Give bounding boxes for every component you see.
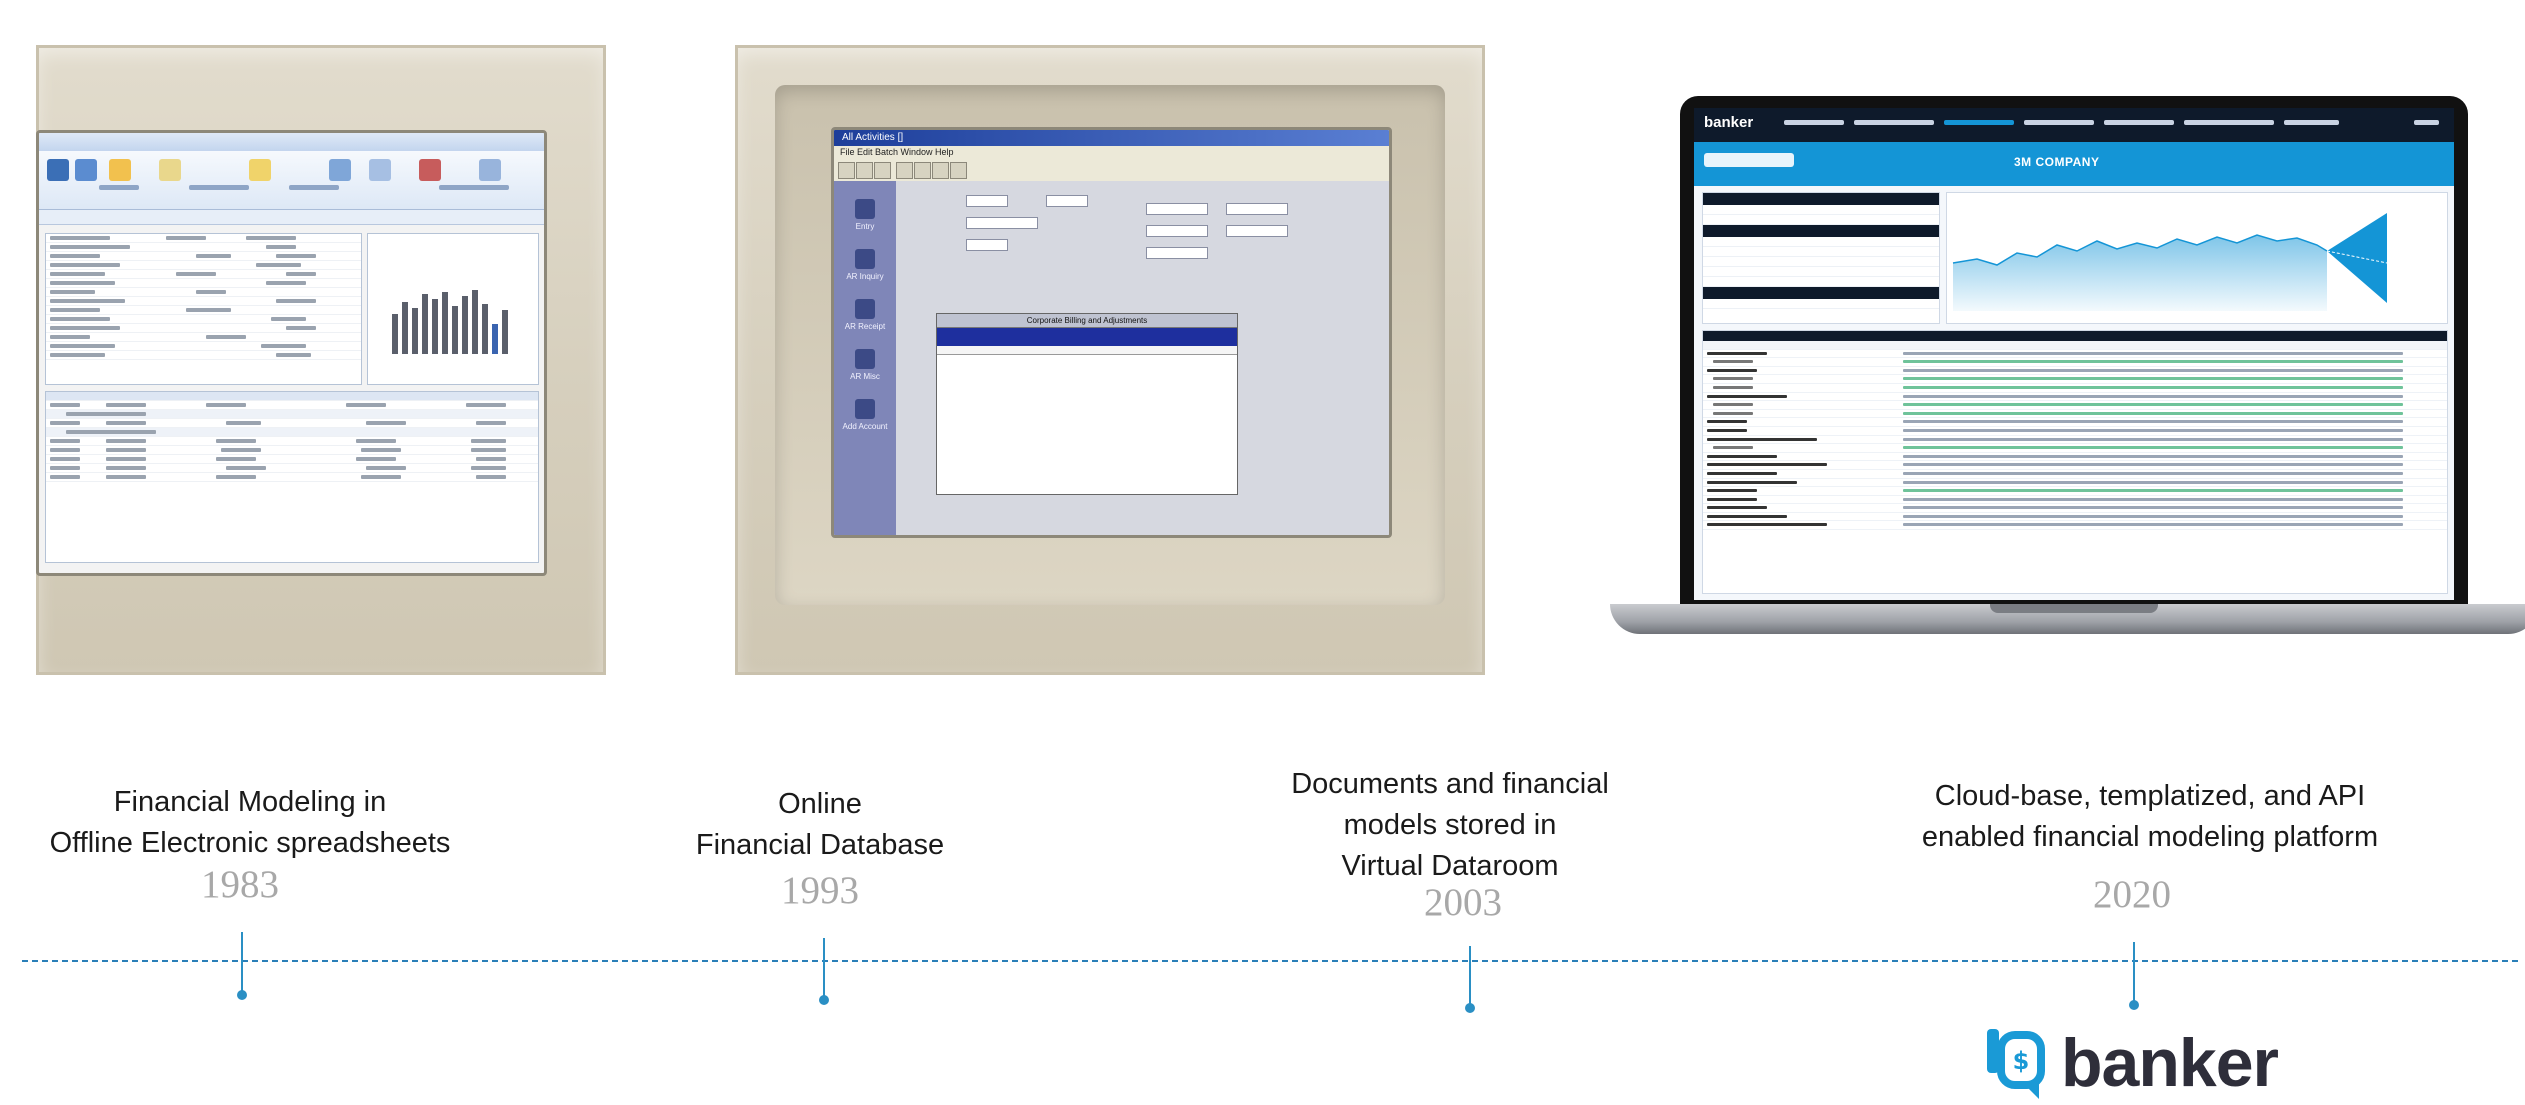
- mini-bar-chart: [388, 254, 528, 354]
- milestone-year-2003: 2003: [1424, 881, 1502, 924]
- billing-grid-title: Corporate Billing and Adjustments: [937, 314, 1237, 328]
- menu-bar: File Edit Batch Window Help: [834, 146, 1389, 159]
- spreadsheet-tabs: [39, 210, 544, 225]
- milestone-year-1993: 1993: [781, 869, 859, 912]
- entry-form: Corporate Billing and Adjustments: [896, 181, 1389, 535]
- window-title: All Activities []: [834, 130, 1389, 146]
- company-search-input[interactable]: [1704, 153, 1794, 167]
- company-banner: 3M COMPANY: [1694, 142, 2454, 186]
- sidebar-item-ar-inquiry[interactable]: AR Inquiry: [834, 249, 896, 281]
- ibanker-dollar-icon: $: [1987, 1029, 2045, 1099]
- timeline-marker-2003: [1465, 1003, 1475, 1013]
- price-area-chart: [1952, 213, 2388, 311]
- spreadsheet-ribbon: [39, 151, 544, 210]
- app-logo: banker: [1704, 114, 1754, 131]
- timeline-marker-1993: [819, 995, 829, 1005]
- timeline-stem-2020: [2133, 942, 2135, 1004]
- sidebar-item-ar-receipt[interactable]: AR Receipt: [834, 299, 896, 331]
- company-name: 3M COMPANY: [2014, 155, 2100, 169]
- milestone-caption-1993: Online Financial Database: [695, 788, 945, 861]
- milestone-year-1983: 1983: [201, 863, 279, 906]
- laptop-screen: banker 3M COMPANY: [1694, 108, 2454, 600]
- timeline-marker-1983: [237, 990, 247, 1000]
- milestone-caption-2020: Cloud-base, templatized, and API enabled…: [1921, 780, 2379, 853]
- spreadsheet-upper-pane: [45, 233, 362, 385]
- timeline-marker-2020: [2129, 1000, 2139, 1010]
- sidebar-item-ar-misc[interactable]: AR Misc: [834, 349, 896, 381]
- timeline-axis: [22, 960, 2518, 962]
- projected-financials-table: [1702, 330, 2448, 594]
- spreadsheet-title-bar: [39, 133, 544, 151]
- database-screen: All Activities [] File Edit Batch Window…: [831, 127, 1392, 538]
- timeline-stem-1993: [823, 938, 825, 998]
- toolbar: [834, 159, 1389, 182]
- sidebar-item-entry[interactable]: Entry: [834, 199, 896, 231]
- monitor-1993: All Activities [] File Edit Batch Window…: [735, 45, 1485, 675]
- monitor-1983: [36, 45, 606, 675]
- milestone-year-2020: 2020: [2093, 873, 2171, 916]
- timeline-stem-2003: [1469, 946, 1471, 1006]
- billing-grid-columns: [937, 328, 1237, 346]
- timeline-stem-1983: [241, 932, 243, 994]
- spreadsheet-chart-pane: [367, 233, 539, 385]
- milestone-caption-1983: Financial Modeling in Offline Electronic…: [49, 786, 451, 859]
- app-navbar: banker: [1694, 108, 2454, 142]
- sidebar-item-add-account[interactable]: Add Account: [834, 399, 896, 431]
- milestone-caption-2003: Documents and financial models stored in…: [1291, 768, 1609, 882]
- spreadsheet-lower-grid: [45, 391, 539, 563]
- ibanker-wordmark: banker: [2061, 1025, 2279, 1101]
- spreadsheet-screen: [36, 130, 547, 576]
- entry-sidebar: Entry AR Inquiry AR Receipt AR Misc Add …: [834, 181, 896, 535]
- billing-grid-row[interactable]: [937, 346, 1237, 355]
- dcf-price-chart: [1946, 192, 2448, 324]
- dcf-assumptions-panel: [1702, 192, 1940, 324]
- ibanker-logo: $ banker: [1985, 1025, 2285, 1103]
- laptop-notch: [1990, 604, 2158, 613]
- billing-grid: Corporate Billing and Adjustments: [936, 313, 1238, 495]
- svg-text:$: $: [2013, 1047, 2030, 1075]
